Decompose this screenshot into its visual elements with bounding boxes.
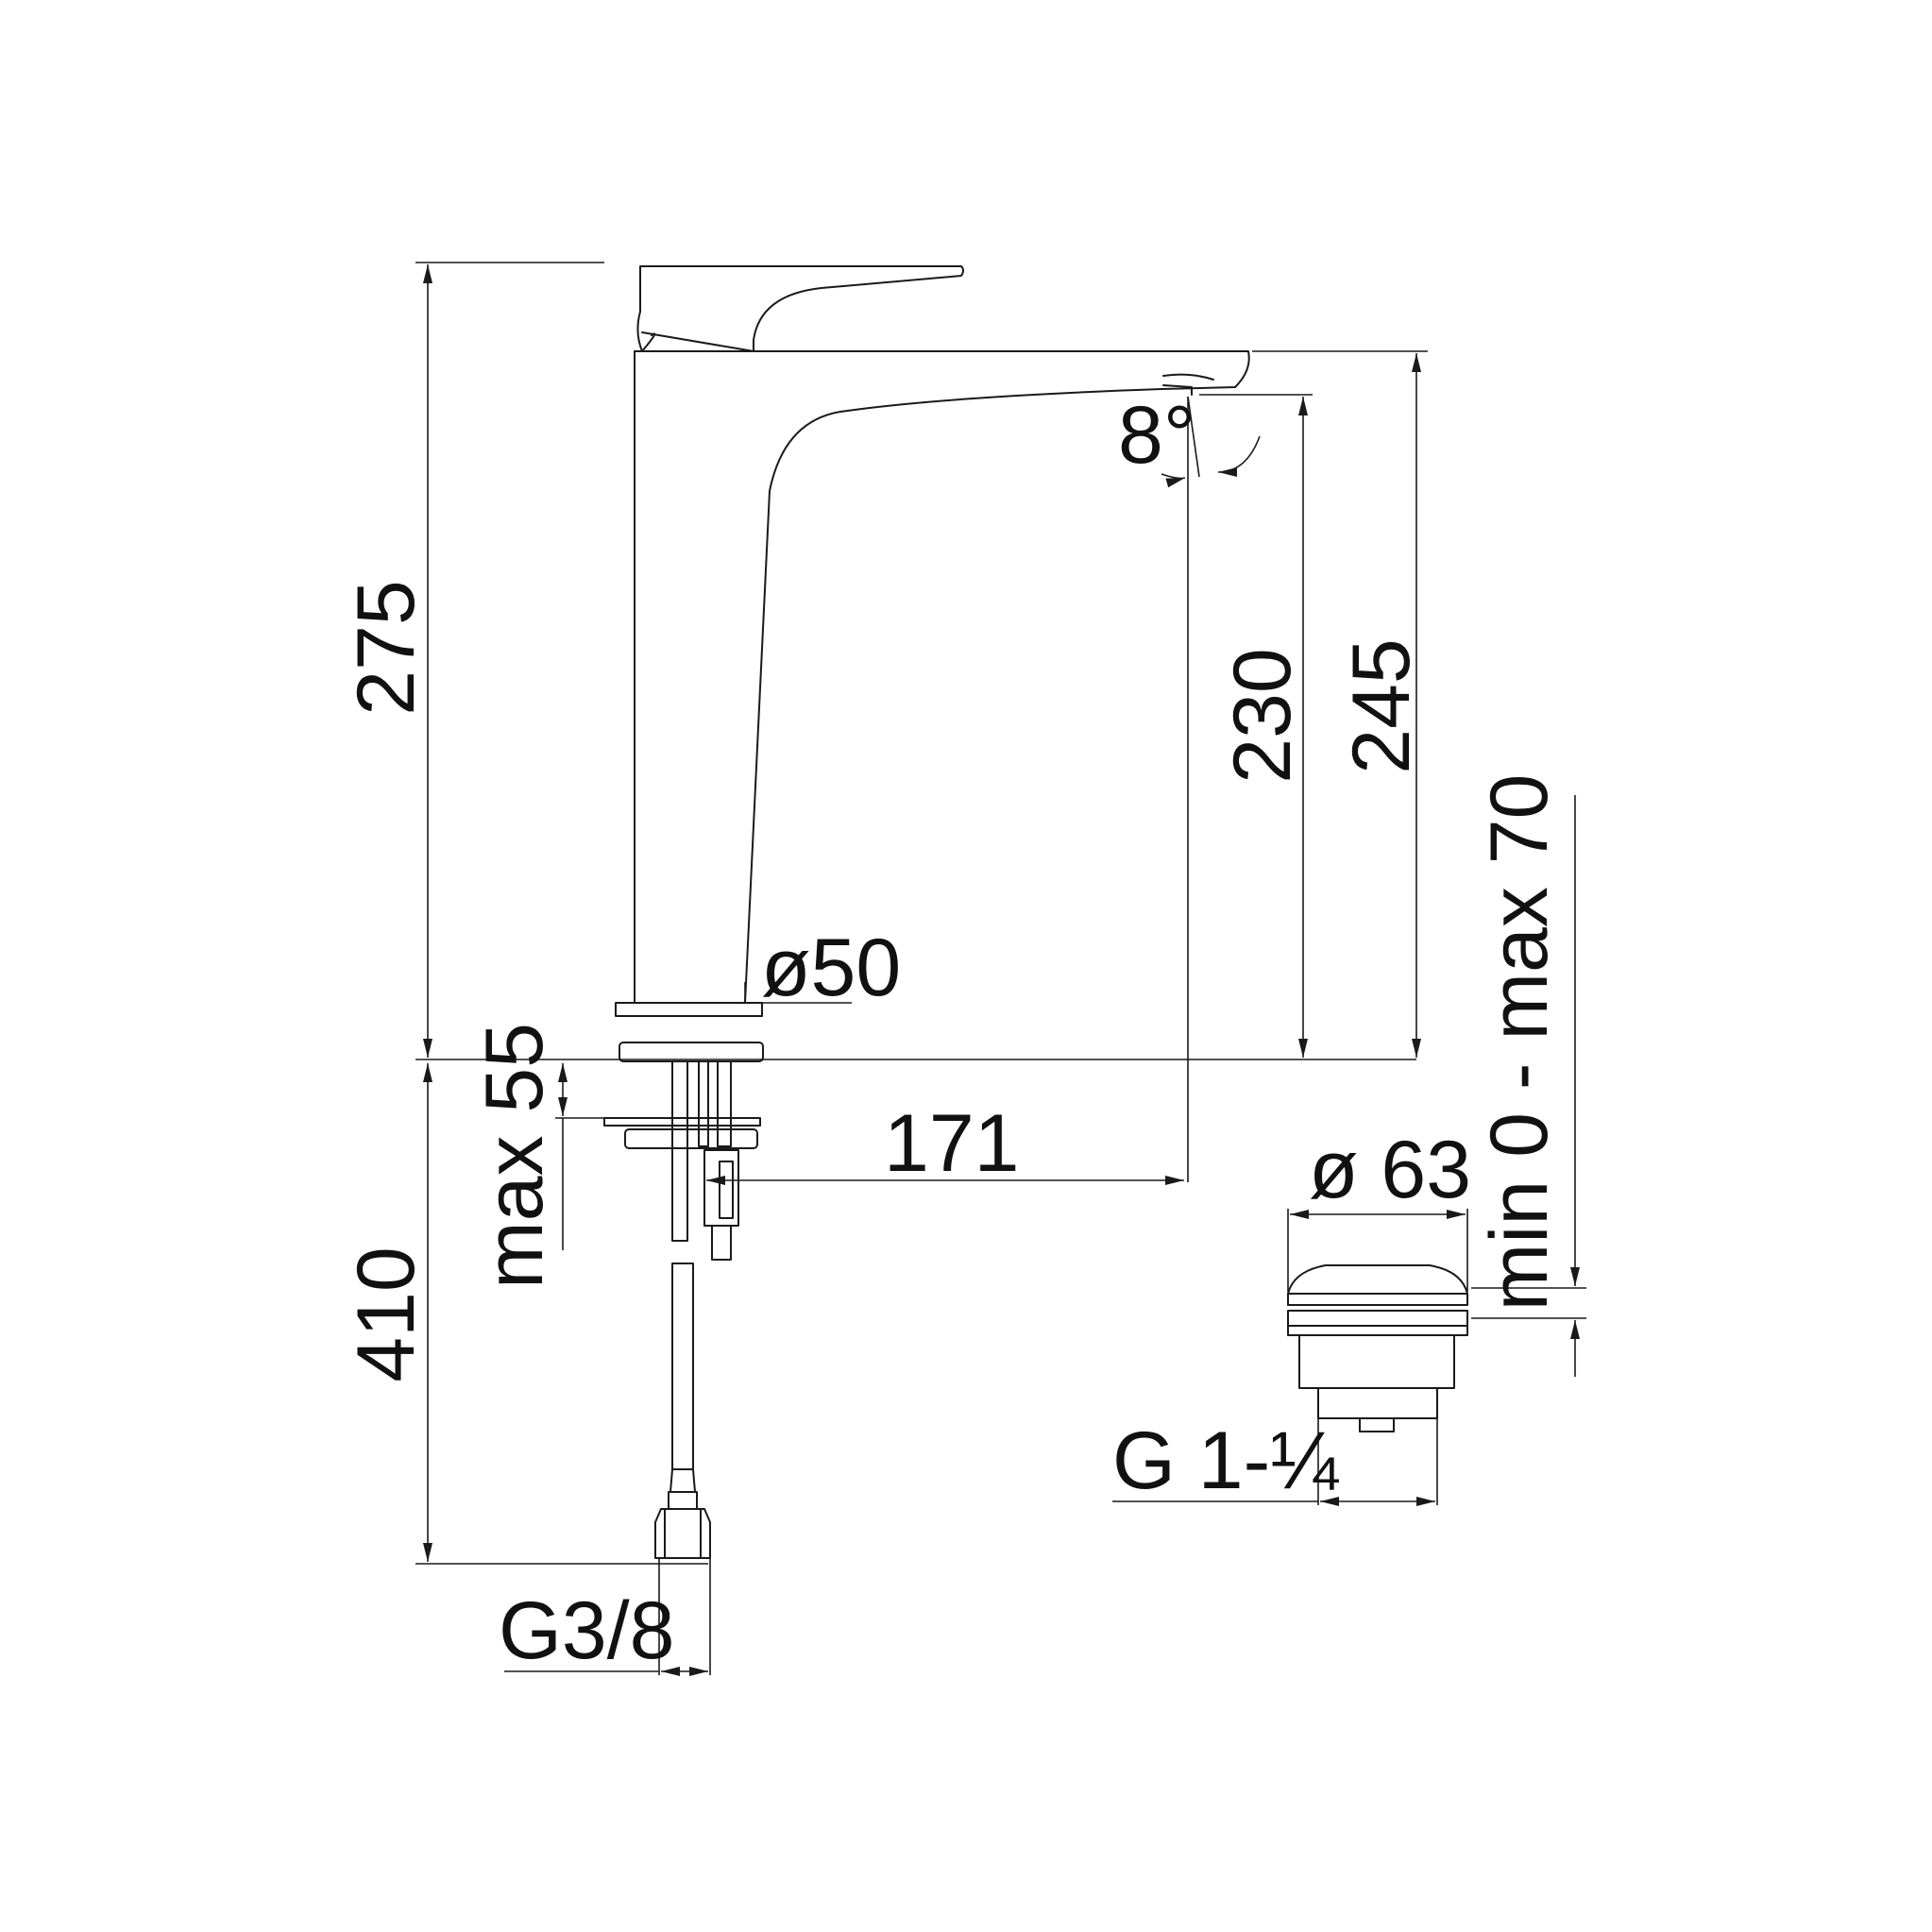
- dim-outlet-height: [1199, 394, 1313, 1058]
- waste-outline: [1287, 1264, 1468, 1432]
- hose-nut: [654, 1508, 711, 1559]
- flexible-hose: [671, 1263, 694, 1470]
- label-supply-thread: G3/8: [499, 1585, 674, 1676]
- label-total-height: 275: [341, 580, 432, 716]
- label-spout-reach: 171: [884, 1098, 1020, 1189]
- fixing-assembly: [603, 1060, 761, 1559]
- label-max-deck: max 55: [469, 1023, 560, 1289]
- label-outlet-height: 230: [1217, 648, 1308, 784]
- faucet-outline: [615, 265, 1250, 1062]
- deck-plate: [619, 1042, 764, 1062]
- dim-base-diameter: [634, 982, 852, 1004]
- label-waste-thread: G 1-¼: [1112, 1415, 1339, 1506]
- label-spout-height: 245: [1336, 638, 1427, 774]
- dim-spout-angle: [1161, 396, 1261, 1182]
- dim-total-height: [415, 262, 1416, 1060]
- dim-below-deck: [415, 1063, 708, 1565]
- label-below-deck: 410: [341, 1246, 432, 1382]
- handle-lever: [636, 265, 964, 352]
- faucet-body: [634, 350, 1250, 1004]
- label-spout-angle: 8°: [1118, 390, 1195, 481]
- label-waste-diameter: ø 63: [1309, 1125, 1471, 1215]
- dim-waste-diameter: [1287, 1209, 1468, 1292]
- base-flange: [615, 1002, 763, 1017]
- label-base-diameter: ø50: [761, 923, 901, 1013]
- aerator: [1162, 373, 1214, 396]
- dim-supply-thread: [504, 1558, 711, 1676]
- waste-cap: [1287, 1264, 1468, 1295]
- dim-waste-adjust: [1471, 795, 1586, 1377]
- handle-base: [641, 331, 754, 352]
- dim-spout-height: [1252, 350, 1428, 1058]
- dim-waste-thread: [1112, 1418, 1438, 1506]
- dim-max-deck: [555, 1063, 604, 1250]
- label-waste-adjust: min 0 - max 70: [1474, 774, 1565, 1312]
